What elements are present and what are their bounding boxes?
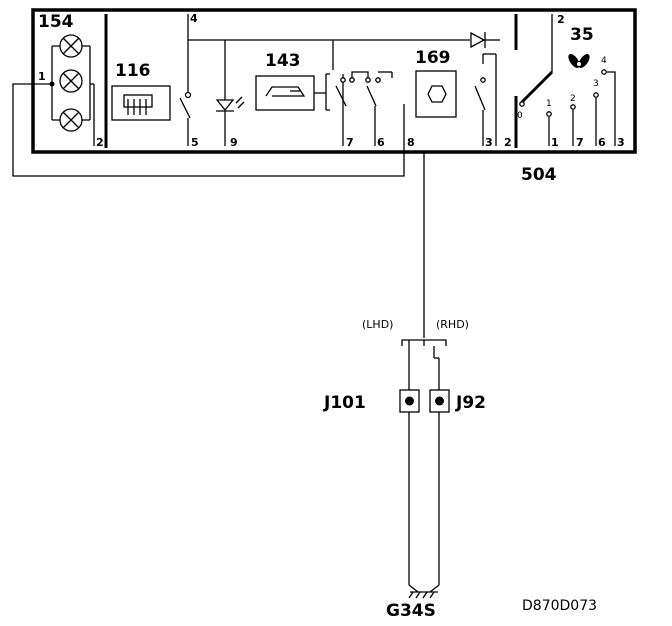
fan-switch: 2 35 0 1 2 3 4 1 7 6 3 (517, 13, 625, 149)
pin-label: 6 (598, 136, 606, 149)
led-icon (215, 99, 235, 112)
fan-position: 3 (593, 79, 599, 89)
hexagon-icon (427, 85, 447, 103)
ground-icon (408, 584, 440, 599)
rheostat: 116 (111, 61, 171, 121)
harness: (LHD) (RHD) (362, 152, 469, 390)
lamp-icon (59, 108, 83, 132)
drawing-id: D870D073 (522, 598, 597, 614)
sensor-icon (265, 86, 306, 97)
pin-label: 2 (557, 13, 565, 26)
connector-j92: J92 (429, 389, 486, 413)
pin-label: 2 (96, 136, 104, 149)
lamp-bank-label: 154 (38, 12, 74, 32)
pin-label: 4 (190, 12, 198, 25)
unit-169: 169 (415, 48, 457, 118)
led-indicator: 9 (215, 40, 245, 149)
connector-label: J92 (455, 393, 486, 413)
unit-143-label: 143 (265, 51, 301, 71)
fan-position: 4 (601, 56, 607, 66)
pin-label: 1 (38, 70, 46, 83)
lamp-icon (59, 34, 83, 58)
fan-position: 0 (517, 111, 523, 121)
rheostat-icon (123, 94, 153, 108)
pin-label: 1 (551, 136, 559, 149)
lamp-bank: 154 1 2 (38, 12, 104, 149)
loop-wire (12, 83, 405, 177)
diode (470, 31, 500, 49)
pin-label: 5 (191, 136, 199, 149)
unit-143: 143 (255, 51, 326, 111)
relay: 7 6 (325, 40, 393, 149)
rhd-label: (RHD) (436, 318, 469, 331)
diode-icon (470, 31, 486, 49)
fan-icon (568, 54, 590, 68)
light-switch: 5 (179, 40, 199, 149)
switch-panel-outline (31, 8, 637, 154)
lamp-icon (59, 69, 83, 93)
fan-position: 1 (546, 99, 552, 109)
connector-j101: J101 (323, 389, 420, 413)
pin-label: 9 (230, 136, 238, 149)
pin-label: 7 (576, 136, 584, 149)
pin-label: 8 (407, 136, 415, 149)
pin-label: 3 (617, 136, 625, 149)
lhd-label: (LHD) (362, 318, 393, 331)
fan-label: 35 (570, 25, 594, 45)
rheostat-label: 116 (115, 61, 151, 81)
pin-label: 6 (377, 136, 385, 149)
timer-switch: 3 2 (474, 53, 512, 149)
connector-label: J101 (323, 393, 366, 413)
pin-label: 2 (504, 136, 512, 149)
assembly-label: 504 (521, 165, 557, 185)
fan-position: 2 (570, 94, 576, 104)
pin-label: 7 (346, 136, 354, 149)
pin-label: 3 (485, 136, 493, 149)
unit-169-label: 169 (415, 48, 451, 68)
ground-label: G34S (386, 601, 436, 621)
